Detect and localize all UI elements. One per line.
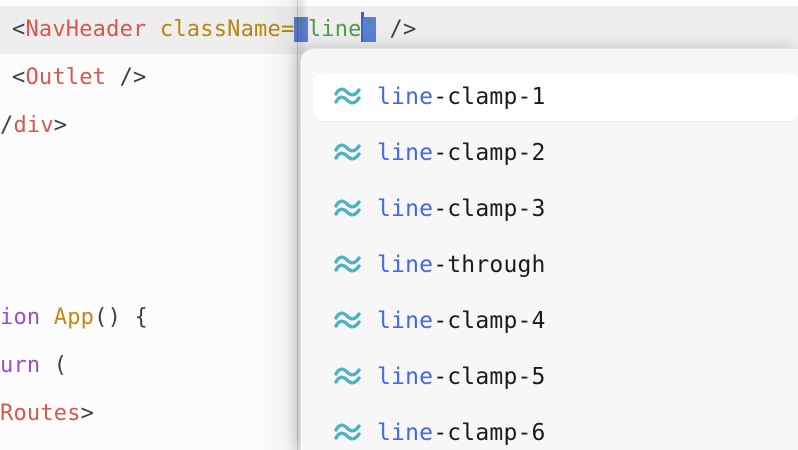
code-line-text: <NavHeader className='line' /> xyxy=(0,6,416,54)
code-token: < xyxy=(12,65,26,90)
code-token: > xyxy=(53,113,68,138)
matched-prefix: line xyxy=(377,84,434,110)
matched-prefix: line xyxy=(377,252,434,278)
code-token xyxy=(106,65,119,90)
line-return[interactable]: urn ( xyxy=(0,342,798,390)
code-token: /> xyxy=(389,17,417,42)
code-token: ion xyxy=(0,305,41,330)
line-routes-open[interactable]: Routes> xyxy=(0,390,798,438)
code-token: /> xyxy=(119,65,147,90)
wave-icon xyxy=(333,421,363,445)
wave-icon xyxy=(333,365,363,389)
label-remainder: -through xyxy=(433,252,546,278)
autocomplete-item-label: line-clamp-4 xyxy=(377,308,546,334)
autocomplete-item-label: line-clamp-6 xyxy=(377,420,546,446)
matched-prefix: line xyxy=(377,364,434,390)
autocomplete-item[interactable]: line-through xyxy=(313,241,798,289)
autocomplete-item[interactable]: line-clamp-1 xyxy=(313,73,798,121)
label-remainder: -clamp-3 xyxy=(433,196,546,222)
wave-icon xyxy=(333,253,363,277)
autocomplete-item[interactable]: line-clamp-2 xyxy=(313,129,798,177)
code-token: App xyxy=(53,305,95,330)
label-remainder: -clamp-1 xyxy=(433,84,546,110)
code-token: Routes xyxy=(0,401,81,426)
code-token: = xyxy=(280,17,295,42)
code-token: / xyxy=(0,113,14,138)
code-line-text: <Outlet /> xyxy=(0,54,146,102)
matched-prefix: line xyxy=(377,420,434,446)
line-function-app[interactable]: ion App() { xyxy=(0,294,798,342)
code-token: ' xyxy=(362,17,377,42)
line-nav-header[interactable]: <NavHeader className='line' /> xyxy=(0,6,798,54)
matched-prefix: line xyxy=(377,196,434,222)
autocomplete-item-label: line-through xyxy=(377,252,546,278)
autocomplete-item-label: line-clamp-1 xyxy=(377,84,546,110)
autocomplete-item[interactable]: line-clamp-4 xyxy=(313,297,798,345)
autocomplete-item[interactable]: line-clamp-5 xyxy=(313,353,798,401)
code-token xyxy=(40,353,53,378)
wave-icon xyxy=(333,309,363,333)
label-remainder: -clamp-5 xyxy=(433,364,546,390)
line-outlet[interactable]: <Outlet /> xyxy=(0,54,798,102)
autocomplete-item-label: line-clamp-5 xyxy=(377,364,546,390)
code-token: urn xyxy=(0,353,41,378)
autocomplete-item-label: line-clamp-2 xyxy=(377,140,546,166)
autocomplete-item[interactable]: line-clamp-3 xyxy=(313,185,798,233)
code-token: () { xyxy=(94,305,148,330)
line-div-close[interactable]: /div> xyxy=(0,102,798,150)
code-token xyxy=(376,17,389,42)
code-token: ' xyxy=(294,17,308,42)
code-token: ( xyxy=(53,353,68,378)
code-token xyxy=(40,305,53,330)
wave-icon xyxy=(333,197,363,221)
label-remainder: -clamp-6 xyxy=(433,420,546,446)
autocomplete-item[interactable]: line-clamp-6 xyxy=(313,409,798,450)
code-token: Outlet xyxy=(25,65,107,90)
code-line-text: ion App() { xyxy=(0,294,148,342)
wave-icon xyxy=(333,141,363,165)
code-token: < xyxy=(12,17,26,42)
code-token: > xyxy=(80,401,95,426)
code-token xyxy=(146,17,159,42)
matched-prefix: line xyxy=(377,140,434,166)
code-token: className xyxy=(159,17,281,42)
code-token: line xyxy=(307,17,362,42)
matched-prefix: line xyxy=(377,308,434,334)
code-line-text: urn ( xyxy=(0,342,67,390)
code-token: div xyxy=(13,113,54,138)
code-line-text: Routes> xyxy=(0,390,94,438)
text-cursor xyxy=(360,12,364,42)
autocomplete-item-label: line-clamp-3 xyxy=(377,196,546,222)
label-remainder: -clamp-2 xyxy=(433,140,546,166)
label-remainder: -clamp-4 xyxy=(433,308,546,334)
wave-icon xyxy=(333,85,363,109)
code-line-text: /div> xyxy=(0,102,67,150)
code-token: NavHeader xyxy=(25,17,147,42)
